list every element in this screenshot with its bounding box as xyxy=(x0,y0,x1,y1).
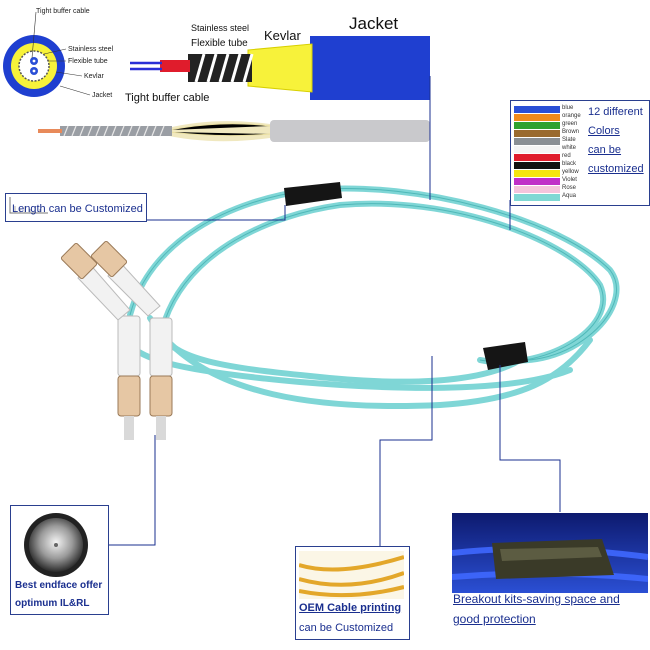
label-kevlar: Kevlar xyxy=(264,28,301,43)
cross-section-leader-lines xyxy=(31,11,91,96)
color-swatch-name: orange xyxy=(562,113,581,119)
label-tight-buffer-small: Tight buffer cable xyxy=(36,8,90,15)
color-swatch xyxy=(514,170,560,177)
colors-line-2: Colors xyxy=(588,125,620,137)
color-swatch xyxy=(514,106,560,113)
color-swatch-row: red xyxy=(514,153,586,162)
color-swatch-name: white xyxy=(562,145,577,151)
color-swatch-name: Violet xyxy=(562,177,577,183)
color-swatch-row: white xyxy=(514,145,586,154)
color-swatch-row: blue xyxy=(514,105,586,114)
color-swatch-row: Violet xyxy=(514,177,586,186)
color-swatch xyxy=(514,194,560,201)
color-swatch xyxy=(514,146,560,153)
color-swatch-name: blue xyxy=(562,105,574,111)
label-flexible-tube-small: Flexible tube xyxy=(68,58,108,65)
color-swatch-row: Aqua xyxy=(514,193,586,202)
endface-line-2: optimum IL&RL xyxy=(15,598,90,609)
color-swatch xyxy=(514,130,560,137)
label-kevlar-small: Kevlar xyxy=(84,73,104,80)
oem-line-2: can be Customized xyxy=(299,622,394,634)
color-swatch-row: Brown xyxy=(514,129,586,138)
cable-layers-drawing xyxy=(130,36,430,100)
color-swatch-row: black xyxy=(514,161,586,170)
color-swatch-name: yellow xyxy=(562,169,579,175)
breakout-kit-photo xyxy=(452,513,648,593)
color-swatch xyxy=(514,122,560,129)
ruler-icon xyxy=(9,197,48,214)
label-stainless-steel-small: Stainless steel xyxy=(68,46,114,53)
color-swatch-name: Slate xyxy=(562,137,576,143)
color-swatch-name: black xyxy=(562,161,577,167)
color-swatch xyxy=(514,138,560,145)
color-swatch xyxy=(514,186,560,193)
label-jacket-small: Jacket xyxy=(92,92,113,99)
label-flexible-tube: Flexible tube xyxy=(191,38,248,49)
color-swatch xyxy=(514,154,560,161)
color-swatch-row: green xyxy=(514,121,586,130)
color-swatch-name: Rose xyxy=(562,185,577,191)
color-swatch-row: Slate xyxy=(514,137,586,146)
color-swatch-name: Aqua xyxy=(562,193,577,199)
color-swatch-row: Rose xyxy=(514,185,586,194)
color-swatch xyxy=(514,178,560,185)
label-jacket: Jacket xyxy=(349,14,399,33)
oem-line-1: OEM Cable printing xyxy=(299,602,402,614)
breakout-line-2: good protection xyxy=(453,612,536,626)
color-swatch-name: red xyxy=(562,153,571,159)
colors-line-3: can be xyxy=(588,144,622,156)
color-swatch xyxy=(514,162,560,169)
colors-line-4: customized xyxy=(588,163,644,175)
color-swatch-row: orange xyxy=(514,113,586,122)
length-callout-box xyxy=(5,193,147,222)
color-swatch-name: Brown xyxy=(562,129,580,135)
color-swatch xyxy=(514,114,560,121)
oem-printing-photo xyxy=(299,551,404,599)
breakout-line-1: Breakout kits-saving space and xyxy=(453,592,620,606)
label-stainless-steel: Stainless steel xyxy=(191,23,250,33)
cable-cross-section-icon xyxy=(3,35,65,97)
color-swatch-row: yellow xyxy=(514,169,586,178)
endface-photo xyxy=(24,513,88,577)
colors-line-1: 12 different xyxy=(588,106,643,118)
stripped-cable-photo xyxy=(38,120,430,142)
color-swatch-name: green xyxy=(562,121,578,127)
label-tight-buffer: Tight buffer cable xyxy=(125,92,210,104)
length-customized-label: Length can be Customized xyxy=(12,203,143,215)
endface-line-1: Best endface offer xyxy=(15,580,103,591)
